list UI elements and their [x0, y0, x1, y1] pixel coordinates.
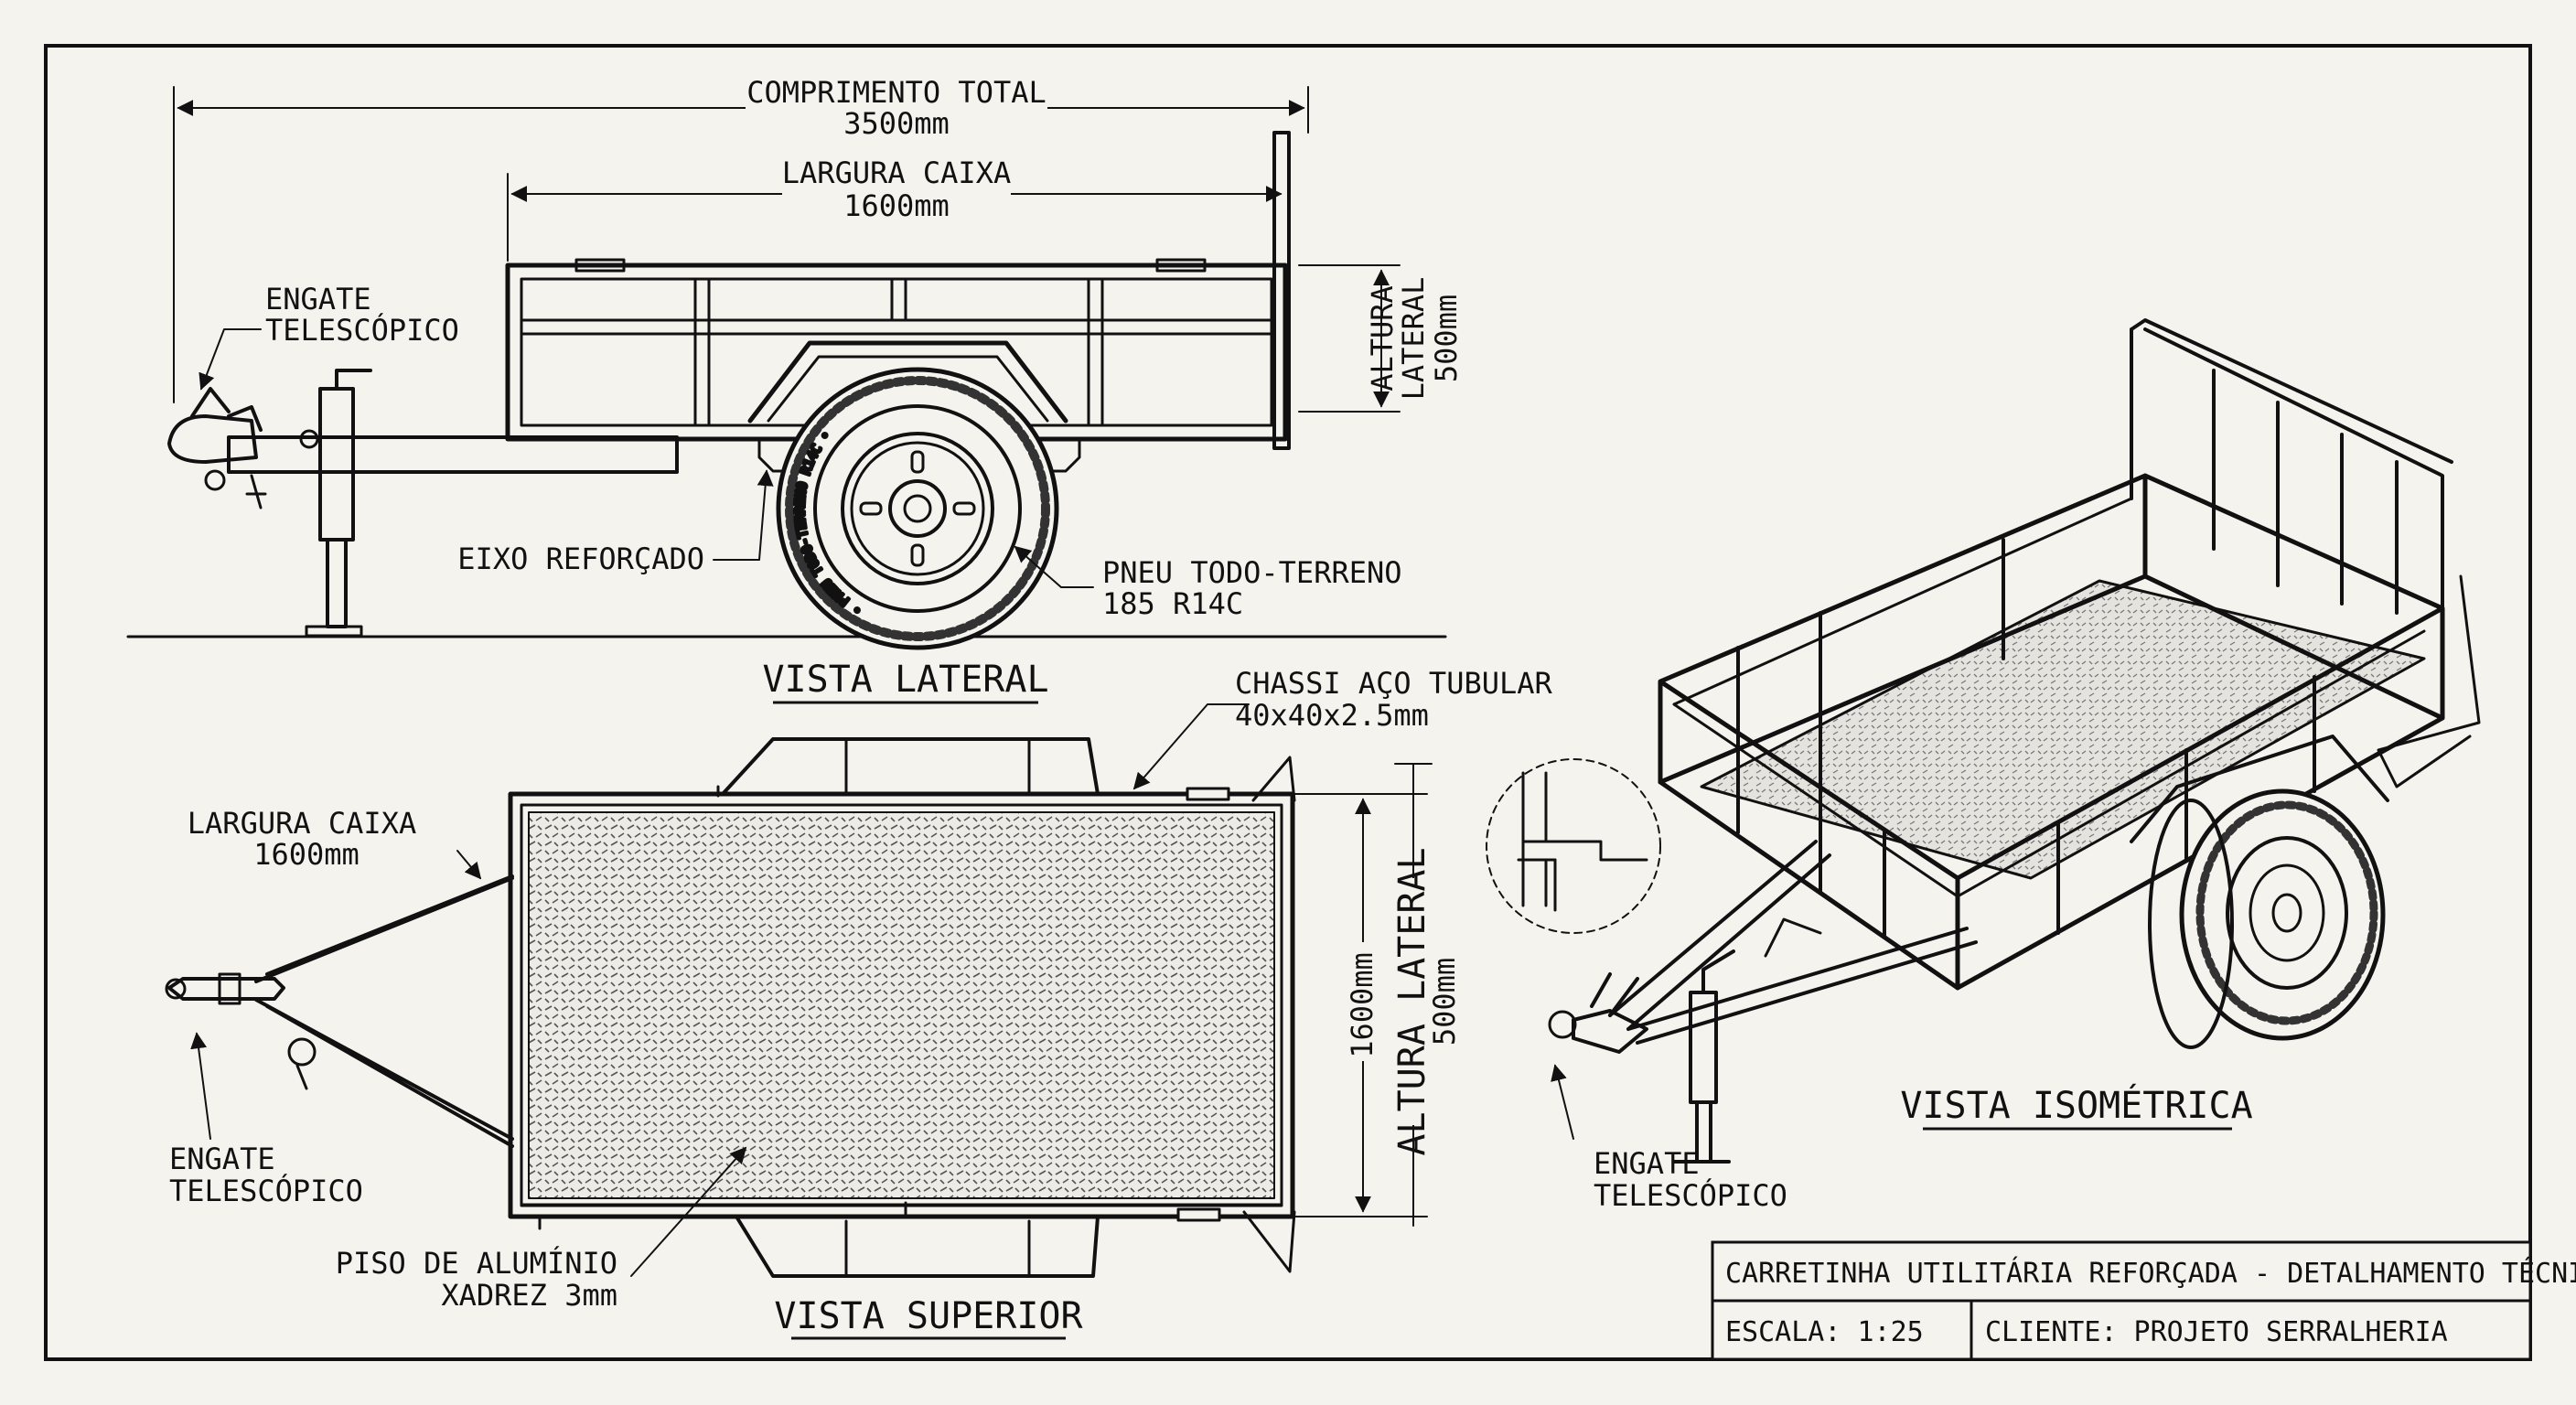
- side-wheel: • PNEU TODO-TERRENO R14C •: [776, 367, 1059, 650]
- side-drawbar: [227, 435, 679, 474]
- top-floor-tread: [528, 811, 1275, 1199]
- label-hitch-iso-2: TELESCÓPICO: [1594, 1177, 1787, 1213]
- top-fender-lower: [735, 1215, 1100, 1278]
- label-lateral: LATERAL: [1396, 277, 1431, 401]
- label-total-length-value: 3500mm: [843, 106, 950, 141]
- label-chassis-spec: 40x40x2.5mm: [1235, 698, 1429, 733]
- view-title-isometrica: VISTA ISOMÉTRICA: [1900, 1083, 2252, 1127]
- label-total-length: COMPRIMENTO TOTAL: [746, 75, 1046, 110]
- top-drawbar: [254, 874, 514, 1148]
- label-hitch-side-2: TELESCÓPICO: [265, 312, 459, 348]
- label-floor-spec: XADREZ 3mm: [441, 1278, 617, 1313]
- label-floor: PISO DE ALUMÍNIO: [336, 1246, 617, 1281]
- title-block-client: CLIENTE: PROJETO SERRALHERIA: [1985, 1316, 2448, 1348]
- side-fender: [747, 340, 1068, 424]
- label-top-side-height: ALTURA LATERAL: [1391, 847, 1433, 1155]
- label-hitch-top-2: TELESCÓPICO: [169, 1173, 363, 1208]
- view-title-lateral: VISTA LATERAL: [762, 659, 1048, 701]
- title-block-scale: ESCALA: 1:25: [1725, 1316, 1924, 1348]
- label-hitch-iso: ENGATE: [1594, 1146, 1700, 1181]
- label-tire: PNEU TODO-TERRENO: [1102, 555, 1402, 590]
- iso-view: [1486, 318, 2481, 1164]
- iso-wheel: [2148, 788, 2386, 1049]
- label-height: ALTURA: [1365, 285, 1400, 391]
- iso-front-ladder: [2130, 318, 2453, 615]
- iso-floor-tread: [1700, 579, 2426, 880]
- label-top-box-width-value: 1600mm: [253, 837, 360, 872]
- label-top-side-height-value: 500mm: [1427, 958, 1462, 1046]
- label-chassis: CHASSI AÇO TUBULAR: [1235, 666, 1553, 701]
- label-box-width: LARGURA CAIXA: [782, 156, 1011, 190]
- side-view: • PNEU TODO-TERRENO R14C •: [126, 86, 1447, 650]
- iso-drawbar: [1608, 840, 1978, 1045]
- side-jockey-jack: [318, 387, 355, 542]
- label-top-1600: 1600mm: [1345, 952, 1379, 1058]
- label-box-width-value: 1600mm: [843, 188, 950, 223]
- top-box-frame: [508, 791, 1295, 1219]
- sheet-border: [44, 44, 2532, 1361]
- title-block: CARRETINHA UTILITÁRIA REFORÇADA - DETALH…: [1711, 1240, 2576, 1361]
- label-axle: EIXO REFORÇADO: [457, 542, 704, 576]
- top-view: [165, 703, 1433, 1278]
- label-tire-size: 185 R14C: [1102, 586, 1243, 621]
- title-block-title: CARRETINHA UTILITÁRIA REFORÇADA - DETALH…: [1725, 1257, 2576, 1290]
- iso-detail-circle: [1486, 758, 1661, 934]
- top-fender-upper: [721, 737, 1100, 796]
- label-height-value: 500mm: [1429, 295, 1464, 382]
- label-hitch-side: ENGATE: [265, 282, 371, 316]
- label-top-box-width: LARGURA CAIXA: [188, 806, 416, 841]
- view-title-superior: VISTA SUPERIOR: [774, 1295, 1083, 1337]
- iso-fender: [2130, 735, 2389, 843]
- label-hitch-top: ENGATE: [169, 1142, 275, 1176]
